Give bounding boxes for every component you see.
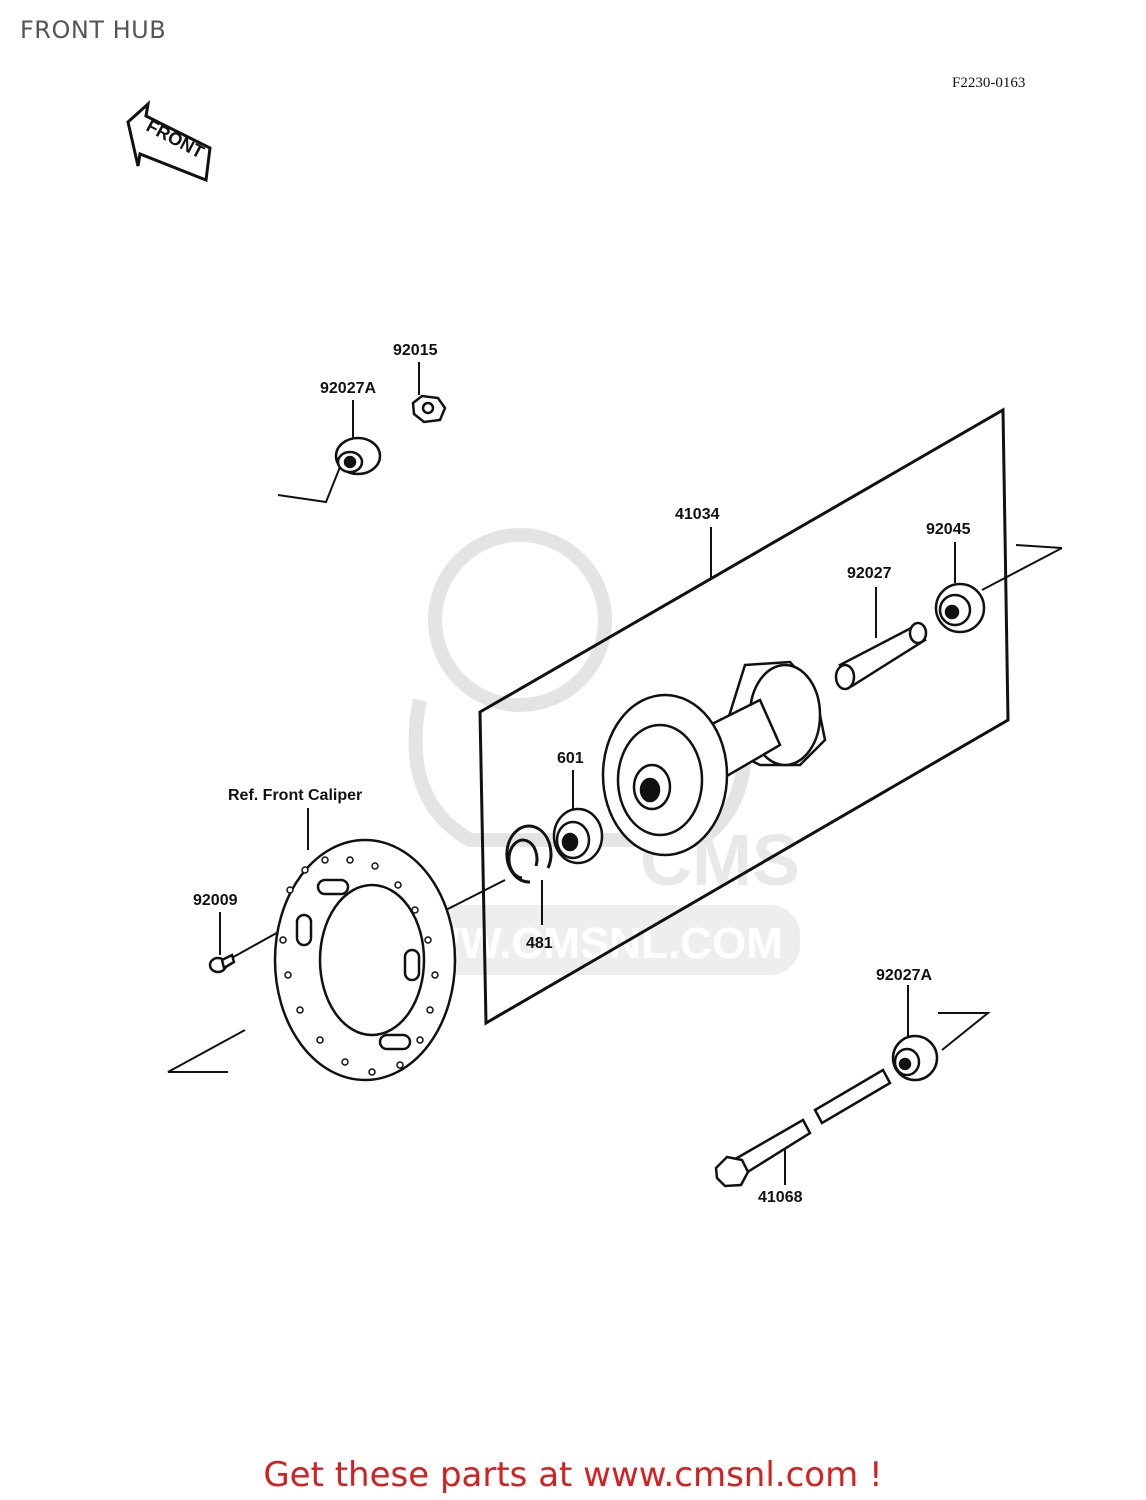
hub-41034 — [601, 660, 827, 857]
diagram-code: F2230-0163 — [952, 75, 1026, 91]
callout-41068: 41068 — [758, 1189, 803, 1206]
front-direction-arrow — [126, 100, 212, 183]
spacer-92027 — [834, 621, 928, 691]
callout-92027a-top: 92027A — [320, 380, 377, 397]
collar-92027a-top — [334, 436, 382, 476]
nut-92015 — [411, 394, 447, 424]
watermark-banner — [360, 905, 800, 975]
watermark — [360, 528, 800, 975]
hub-assembly-box — [478, 407, 1010, 1026]
callout-601: 601 — [557, 750, 584, 767]
callout-ref-front-caliper: Ref. Front Caliper — [228, 787, 363, 804]
callout-92015: 92015 — [393, 342, 438, 359]
brake-disc-holes — [279, 856, 439, 1076]
bolt-92009 — [208, 953, 236, 974]
watermark-logo-head — [428, 528, 612, 712]
bearing-92045 — [934, 582, 986, 634]
bearing-601 — [552, 807, 604, 865]
callout-92027: 92027 — [847, 565, 892, 582]
page-title: FRONT HUB — [20, 16, 167, 44]
collar-92027a-bottom — [891, 1034, 939, 1082]
callout-92045: 92045 — [926, 521, 971, 538]
brake-disc — [273, 838, 457, 1082]
callout-41034: 41034 — [675, 506, 720, 523]
callout-92009: 92009 — [193, 892, 238, 909]
circlip-481 — [505, 824, 553, 884]
callout-92027a-bottom: 92027A — [876, 967, 933, 984]
promo-link[interactable]: Get these parts at www.cmsnl.com ! — [263, 1455, 883, 1495]
axle-41068 — [714, 1068, 892, 1188]
callout-481: 481 — [526, 935, 553, 952]
